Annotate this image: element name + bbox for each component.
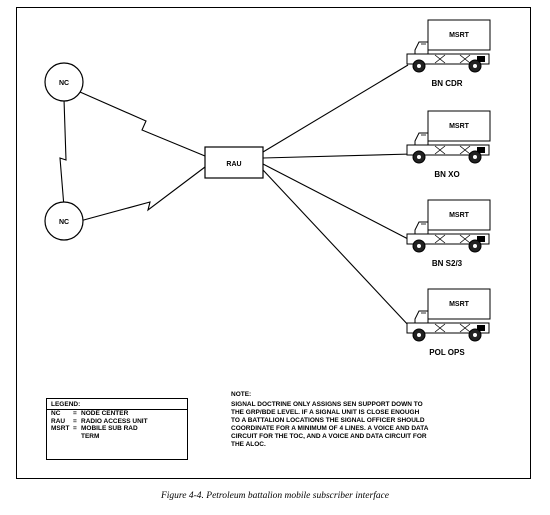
note-line: TO A BATTALION LOCATIONS THE SIGNAL OFFI… <box>231 417 425 424</box>
note-line: SIGNAL DOCTRINE ONLY ASSIGNS SEN SUPPORT… <box>231 401 423 408</box>
nc-top-label: NC <box>59 80 69 87</box>
legend-definition: MOBILE SUB RAD <box>81 425 138 432</box>
legend-entry: NC = NODE CENTER <box>47 410 187 418</box>
tailgate-detail <box>477 236 485 242</box>
vehicle-caption: BN CDR <box>431 79 462 88</box>
legend-entry: TERM <box>47 433 187 441</box>
tailgate-detail <box>477 147 485 153</box>
link-rau-pol-ops <box>262 169 411 328</box>
link-nc-nc <box>59 98 67 208</box>
note-line: THE GRP/BDE LEVEL. IF A SIGNAL UNIT IS C… <box>231 409 420 416</box>
wheel-hub <box>473 244 477 248</box>
wheel-hub <box>417 155 421 159</box>
vehicle-cab <box>414 221 429 235</box>
legend-box: LEGEND: NC = NODE CENTER RAU = RADIO ACCESS U… <box>46 398 188 460</box>
legend-entry: RAU = RADIO ACCESS UNIT <box>47 418 187 426</box>
msrt-vehicle: MSRT POL OPS <box>406 288 491 357</box>
tailgate-detail <box>477 56 485 62</box>
legend-abbr: MSRT <box>51 425 70 432</box>
vehicle-cab <box>414 310 429 324</box>
link-rau-bn-xo <box>262 153 413 159</box>
legend-abbr: RAU <box>51 417 66 425</box>
rau-box: RAU <box>204 146 264 179</box>
figure-caption: Figure 4-4. Petroleum battalion mobile s… <box>160 491 390 501</box>
link-nc-top-rau <box>79 91 206 157</box>
nc-bottom-label: NC <box>59 219 69 226</box>
note-title: NOTE: <box>231 391 252 398</box>
legend-abbr: NC <box>51 410 61 417</box>
shelter-box <box>427 288 491 320</box>
wheel-hub <box>417 244 421 248</box>
vehicle-cab <box>414 132 429 146</box>
vehicle-caption: BN S2/3 <box>432 259 463 268</box>
vehicle-caption: BN XO <box>434 170 459 179</box>
vehicle-cab <box>414 41 429 55</box>
wheel-hub <box>473 64 477 68</box>
msrt-vehicle: MSRT BN CDR <box>406 19 491 88</box>
rau-label: RAU <box>226 161 241 168</box>
legend-abbr <box>51 433 73 441</box>
link-rau-bn-cdr <box>262 64 409 153</box>
msrt-vehicle: MSRT BN XO <box>406 110 491 179</box>
legend-equals: = <box>73 417 77 425</box>
msrt-vehicle: MSRT BN S2/3 <box>406 199 491 268</box>
legend-equals: = <box>73 410 77 417</box>
note-line: THE ALOC. <box>231 441 266 448</box>
legend-definition: TERM <box>81 432 100 440</box>
shelter-box <box>427 19 491 51</box>
wheel-hub <box>473 155 477 159</box>
node-center-top: NC <box>44 62 84 102</box>
msrt-box-label: MSRT <box>449 301 470 308</box>
legend-definition: NODE CENTER <box>81 410 129 417</box>
shelter-box <box>427 199 491 231</box>
link-rau-bn-s23 <box>262 163 411 241</box>
wheel-hub <box>473 333 477 337</box>
note-line: COORDINATE FOR A MINIMUM OF 4 LINES. A V… <box>231 425 429 432</box>
node-center-bottom: NC <box>44 201 84 241</box>
figure-frame <box>16 7 531 479</box>
tailgate-detail <box>477 325 485 331</box>
wheel-hub <box>417 333 421 337</box>
note-line: CIRCUIT FOR THE TOC, AND A VOICE AND DAT… <box>231 433 427 440</box>
legend-entry: MSRT= MOBILE SUB RAD <box>47 425 187 433</box>
legend-title: LEGEND: <box>47 399 187 410</box>
legend-equals: = <box>73 425 77 432</box>
wheel-hub <box>417 64 421 68</box>
legend-equals <box>73 433 81 441</box>
shelter-box <box>427 110 491 142</box>
msrt-box-label: MSRT <box>449 212 470 219</box>
vehicle-caption: POL OPS <box>429 348 465 357</box>
msrt-box-label: MSRT <box>449 32 470 39</box>
msrt-box-label: MSRT <box>449 123 470 130</box>
legend-definition: RADIO ACCESS UNIT <box>81 417 148 425</box>
note-block: NOTE: SIGNAL DOCTRINE ONLY ASSIGNS SEN S… <box>231 391 499 449</box>
link-nc-bottom-rau <box>79 166 206 222</box>
